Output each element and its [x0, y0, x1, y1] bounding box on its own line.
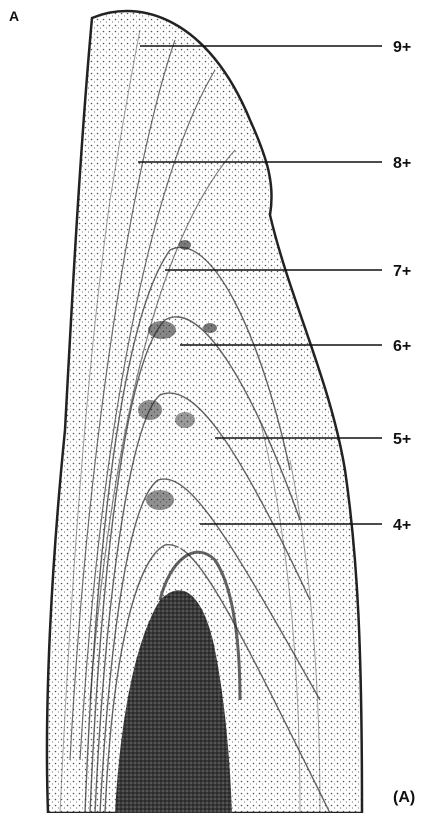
annotation-label-8: 8+ — [393, 155, 411, 172]
annotation-label-7: 7+ — [393, 263, 411, 280]
annotation-label-5: 5+ — [393, 431, 411, 448]
panel-label: A — [9, 8, 19, 24]
annotation-label-4: 4+ — [393, 517, 411, 534]
annotation-label-9: 9+ — [393, 39, 411, 56]
annotation-label-6: 6+ — [393, 338, 411, 355]
corner-label: (A) — [393, 789, 415, 806]
tooth-section — [47, 11, 362, 813]
